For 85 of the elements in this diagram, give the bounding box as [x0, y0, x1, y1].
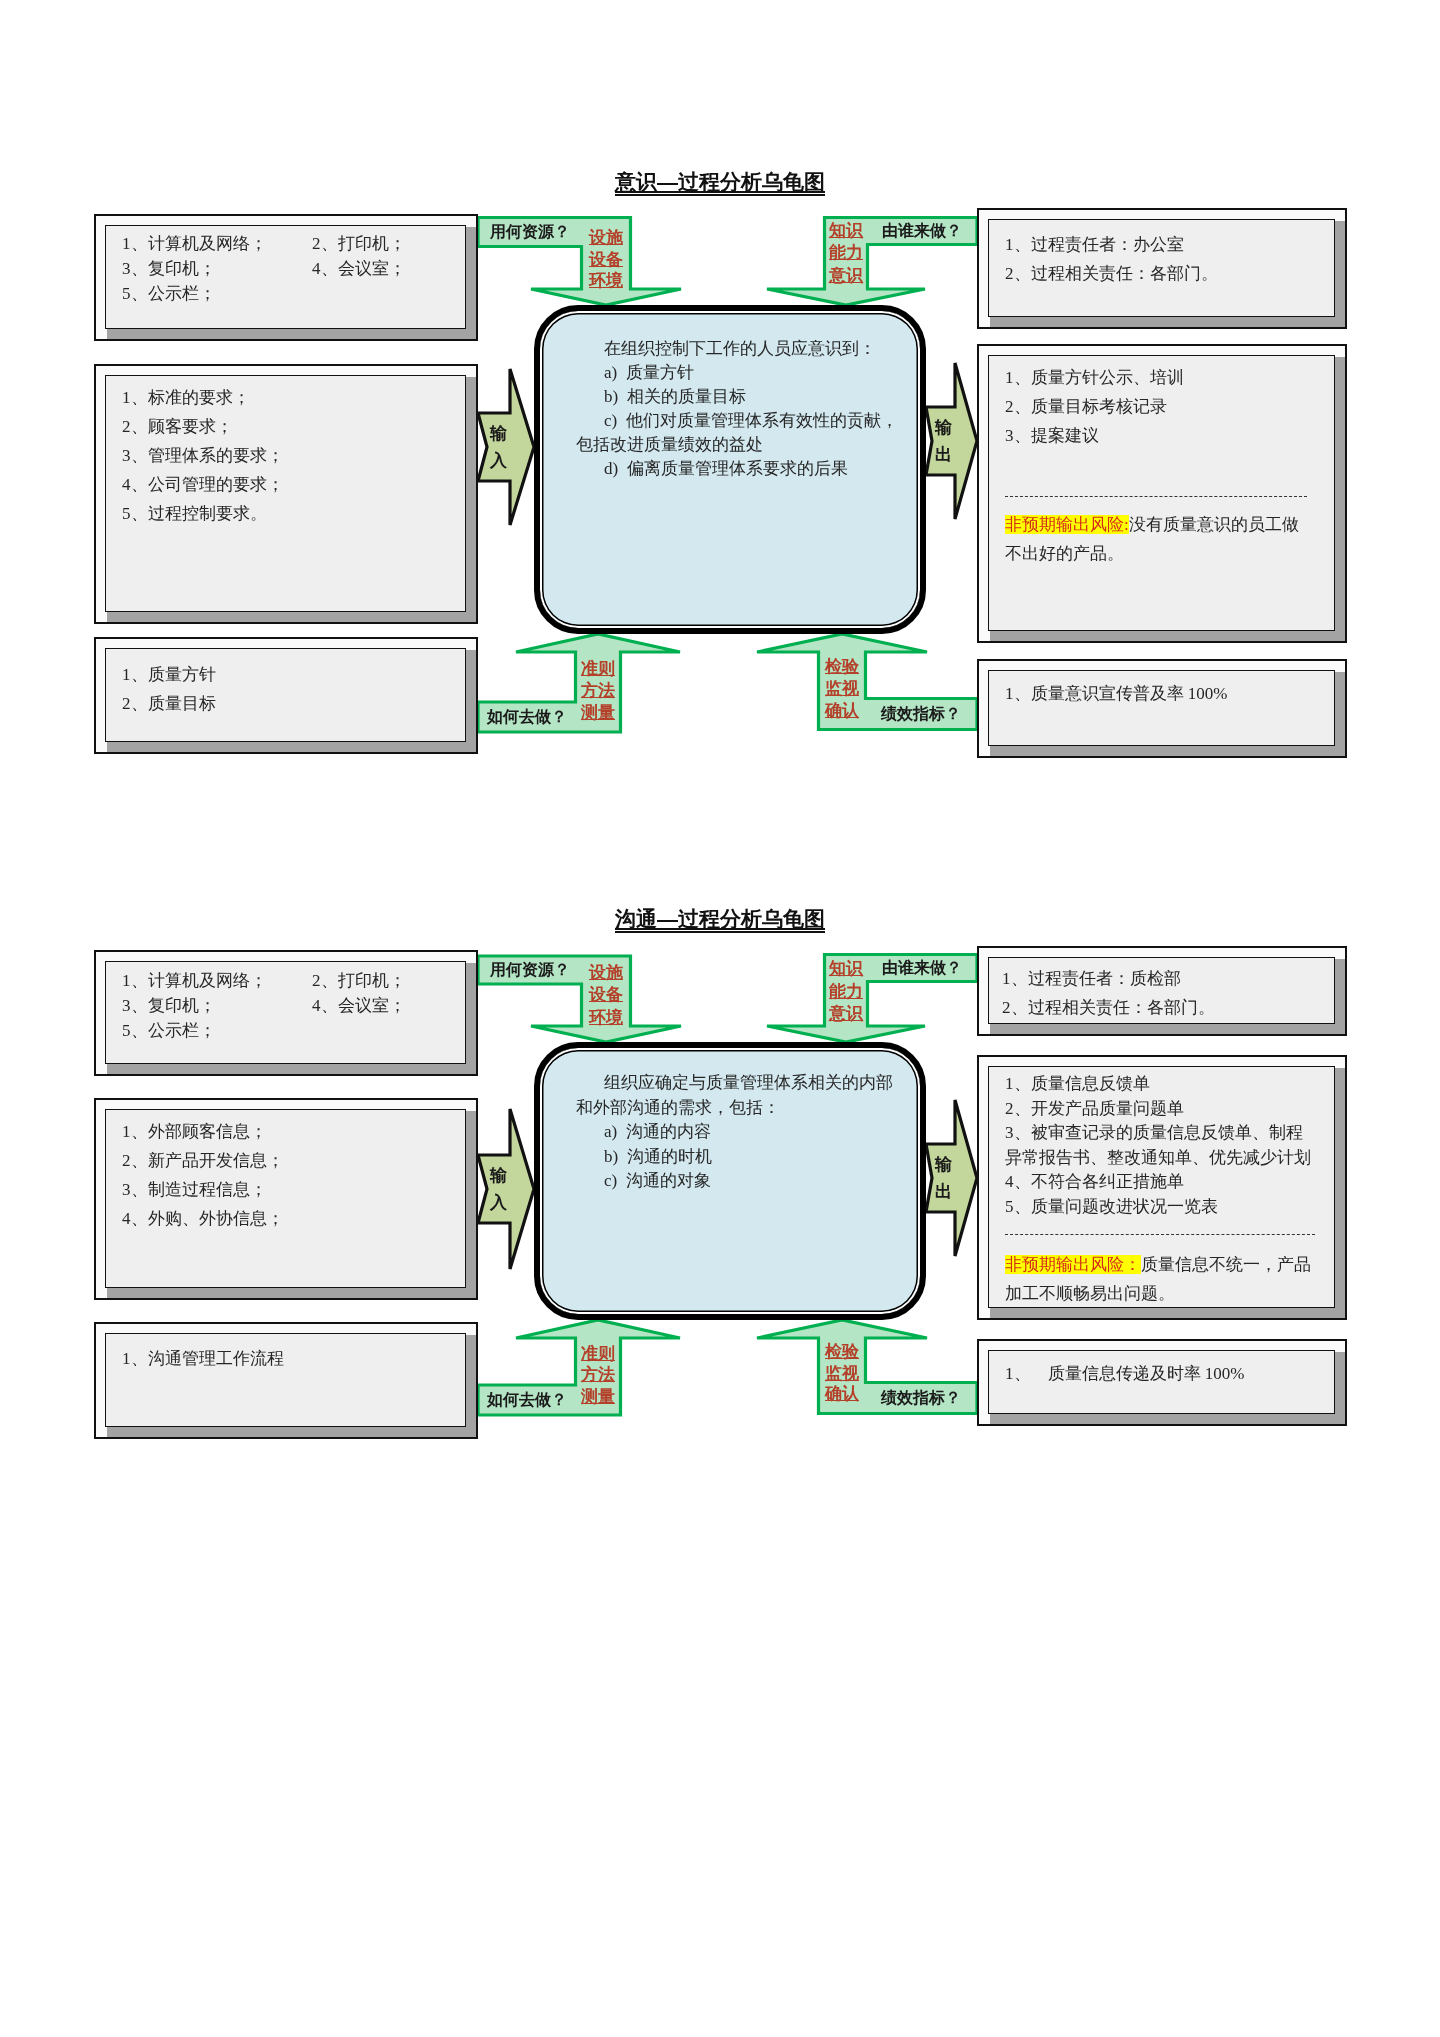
section-heading: 沟通—过程分析乌龟图: [615, 906, 825, 932]
term-label: 意识: [829, 266, 863, 286]
term-label: 检验: [825, 657, 859, 677]
term-label: 方法: [581, 681, 615, 701]
info-box: [94, 214, 478, 341]
intro-text: 在组织控制下工作的人员应意识到：: [603, 338, 877, 360]
info-box: [977, 344, 1347, 643]
list-item: 3、管理体系的要求；: [122, 444, 285, 467]
term-label: 能力: [829, 982, 863, 1002]
list-item: 2、质量目标: [122, 692, 217, 715]
list-item: 1、沟通管理工作流程: [122, 1347, 285, 1370]
list-item: 2、打印机；: [312, 970, 406, 992]
term-label: 设备: [589, 985, 623, 1005]
list-item: 2、过程相关责任：各部门。: [1005, 262, 1219, 285]
list-item: 4、外购、外协信息；: [122, 1207, 285, 1230]
list-item: 1、质量方针公示、培训: [1005, 366, 1185, 389]
list-item: 1、标准的要求；: [122, 386, 251, 409]
term-label: 设备: [589, 250, 623, 270]
process-box: [534, 1042, 926, 1320]
list-item: 2、质量目标考核记录: [1005, 395, 1168, 418]
list-item: 1、计算机及网络；: [122, 970, 267, 992]
info-box: [94, 1322, 478, 1439]
list-item: 5、公示栏；: [122, 1020, 216, 1042]
info-box: [977, 1055, 1347, 1320]
term-label: 设施: [589, 963, 623, 983]
list-item: 1、 质量信息传递及时率 100%: [1005, 1363, 1246, 1385]
list-item: 3、制造过程信息；: [122, 1178, 268, 1201]
list-item: 3、被审查记录的质量信息反馈单、制程异常报告书、整改通知单、优先减少计划: [1005, 1122, 1312, 1169]
list-item: 4、公司管理的要求；: [122, 473, 285, 496]
list-item: 2、顾客要求；: [122, 415, 234, 438]
list-item: 5、质量问题改进状况一览表: [1005, 1195, 1219, 1218]
info-box: [977, 1339, 1347, 1426]
risk-note: 非预期输出风险：质量信息不统一，产品加工不顺畅易出问题。: [1005, 1253, 1312, 1305]
term-label: 确认: [825, 1384, 859, 1404]
term-label: 设施: [589, 228, 623, 248]
list-item: 1、过程责任者：质检部: [1002, 967, 1182, 990]
term-label: 测量: [581, 1387, 615, 1407]
info-box: [94, 1098, 478, 1300]
list-item: a) 沟通的内容: [603, 1121, 713, 1143]
list-item: 3、复印机；: [122, 257, 216, 280]
term-label: 意识: [829, 1004, 863, 1024]
list-item: 2、过程相关责任：各部门。: [1002, 996, 1216, 1019]
list-item: a) 质量方针: [603, 362, 696, 384]
term-label: 环境: [589, 271, 623, 291]
list-item: 4、会议室；: [312, 995, 406, 1017]
list-item: d) 偏离质量管理体系要求的后果: [603, 458, 850, 480]
term-label: 环境: [589, 1008, 623, 1028]
list-item: 5、过程控制要求。: [122, 502, 268, 525]
info-box: [977, 946, 1347, 1036]
list-item: 1、质量方针: [122, 663, 217, 686]
term-label: 确认: [825, 701, 859, 721]
list-item: 2、新产品开发信息；: [122, 1149, 285, 1172]
info-box: [94, 637, 478, 754]
term-label: 方法: [581, 1365, 615, 1385]
list-item: b) 相关的质量目标: [603, 386, 748, 408]
info-box: [94, 364, 478, 624]
term-label: 监视: [825, 679, 859, 699]
list-item: b) 沟通的时机: [603, 1145, 714, 1168]
section-heading: 意识—过程分析乌龟图: [615, 169, 825, 195]
list-item: 4、不符合各纠正措施单: [1005, 1171, 1185, 1193]
list-item: 3、提案建议: [1005, 424, 1100, 447]
list-item: 3、复印机；: [122, 995, 216, 1017]
list-item: 5、公示栏；: [122, 282, 216, 305]
risk-note: 非预期输出风险:没有质量意识的员工做不出好的产品。: [1005, 513, 1300, 565]
term-label: 监视: [825, 1364, 859, 1384]
term-label: 测量: [581, 703, 615, 723]
info-box: [977, 208, 1347, 329]
list-item: 1、计算机及网络；: [122, 232, 267, 255]
term-label: 能力: [829, 243, 863, 263]
list-item: c) 沟通的对象: [603, 1170, 713, 1192]
term-label: 准则: [581, 1344, 615, 1364]
list-item: 1、质量意识宣传普及率 100%: [1005, 683, 1229, 705]
term-label: 知识: [829, 221, 863, 241]
term-label: 知识: [829, 959, 863, 979]
process-box: [534, 305, 926, 634]
term-label: 检验: [825, 1342, 859, 1362]
list-item: 1、外部顾客信息；: [122, 1120, 268, 1143]
list-item: 2、打印机；: [312, 232, 406, 255]
info-box: [94, 950, 478, 1076]
list-item: 1、过程责任者：办公室: [1005, 233, 1185, 256]
list-item: 4、会议室；: [312, 257, 406, 280]
list-item: 1、质量信息反馈单: [1005, 1073, 1151, 1095]
term-label: 准则: [581, 659, 615, 679]
info-box: [977, 659, 1347, 758]
list-item: 2、开发产品质量问题单: [1005, 1097, 1185, 1120]
